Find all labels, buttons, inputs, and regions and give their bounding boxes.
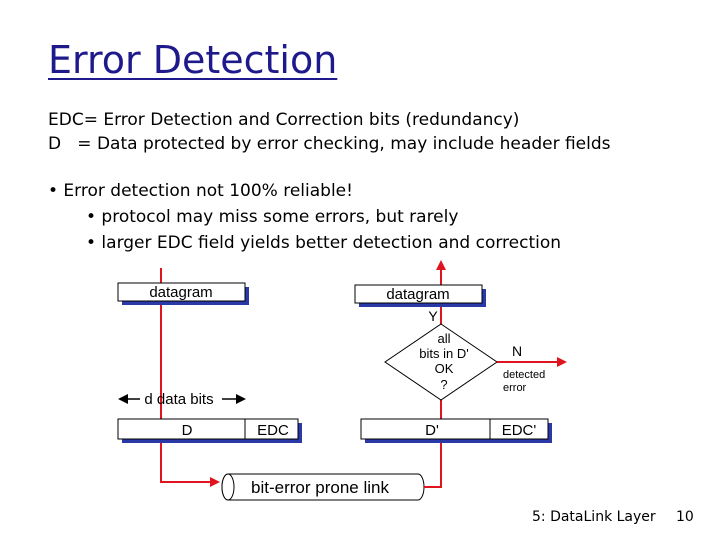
right-datagram-label: datagram [386, 286, 449, 303]
footer-chapter-label: 5: DataLink Layer [532, 509, 656, 525]
sender-path-arrow [160, 268, 220, 487]
decision-line-2: bits in D' [419, 346, 468, 361]
right-edc-label: EDC' [502, 422, 537, 439]
left-datagram-box: datagram [117, 282, 249, 305]
detected-line-1: detected [503, 369, 545, 381]
sub-bullet-larger-edc: • larger EDC field yields better detecti… [86, 233, 562, 253]
right-d-label: D' [425, 422, 439, 439]
bit-error-link: bit-error prone link [221, 473, 425, 501]
definitions: EDC= Error Detection and Correction bits… [48, 108, 611, 156]
no-label: N [512, 343, 522, 359]
definition-edc: EDC= Error Detection and Correction bits… [48, 110, 520, 130]
decision-line-4: ? [440, 377, 447, 392]
bullet-reliability: • Error detection not 100% reliable! [48, 181, 353, 201]
detected-line-2: error [503, 382, 527, 394]
d-data-bits-label: d data bits [144, 391, 213, 408]
right-d-edc-box: D' EDC' [360, 418, 552, 443]
decision-diamond [384, 323, 498, 401]
right-datagram-box: datagram [354, 284, 486, 307]
yes-label: Y [428, 308, 438, 324]
left-edc-label: EDC [257, 422, 289, 439]
left-d-label: D [182, 422, 193, 439]
bullet-list: • Error detection not 100% reliable! • p… [48, 178, 561, 256]
link-label: bit-error prone link [251, 478, 389, 497]
left-datagram-label: datagram [149, 284, 212, 301]
left-d-edc-box: D EDC [117, 418, 302, 443]
slide-title: Error Detection [48, 38, 338, 82]
sub-bullet-miss-errors: • protocol may miss some errors, but rar… [86, 207, 459, 227]
decision-line-3: OK [435, 361, 454, 376]
definition-d: D = Data protected by error checking, ma… [48, 134, 611, 154]
decision-line-1: all [437, 331, 450, 346]
footer-page-number: 10 [676, 509, 694, 525]
